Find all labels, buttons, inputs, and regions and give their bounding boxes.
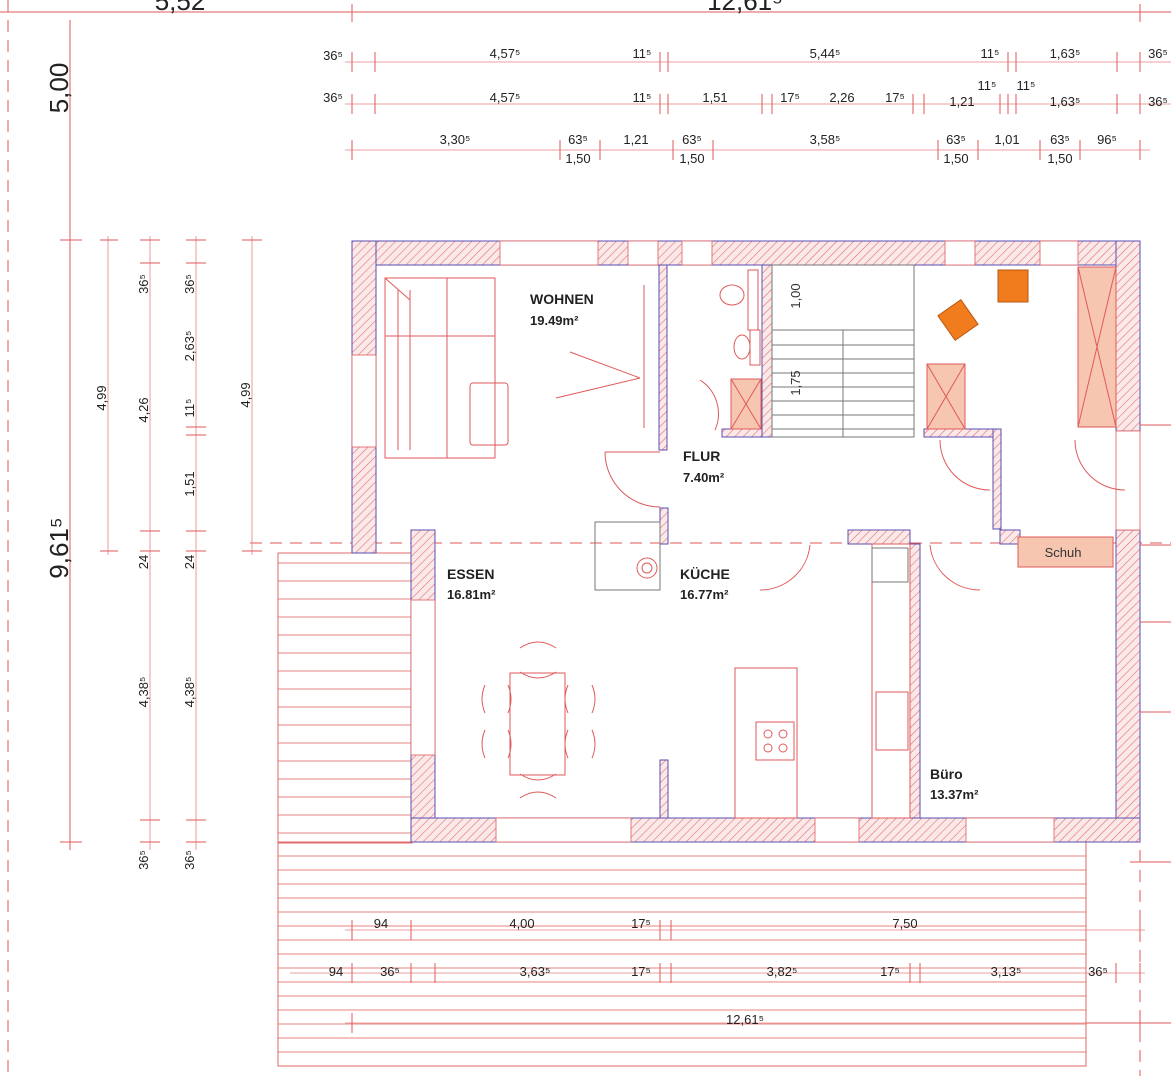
room-area-flur: 7.40m² (683, 470, 725, 485)
left-col3-dim-2: 2,63⁵ (182, 331, 197, 362)
room-area-kueche: 16.77m² (680, 587, 729, 602)
bottom-row2-dim-8: 36⁵ (1088, 964, 1108, 979)
kitchen-fixtures (636, 543, 911, 819)
bottom-row1-dim-1: 94 (374, 916, 388, 931)
top-dimension-rows: 36⁵ 4,57⁵ 11⁵ 5,44⁵ 11⁵ 1,63⁵ 36⁵ 36⁵ 4,… (323, 46, 1171, 166)
sofa (384, 277, 509, 459)
top-row2-dim-9: 11⁵ (978, 78, 997, 93)
top-row2-dim-1: 36⁵ (323, 90, 343, 105)
top-row1-dim-3: 11⁵ (633, 46, 652, 61)
top-row3-sub-1: 1,50 (565, 151, 590, 166)
bottom-row1-dim-3: 17⁵ (631, 916, 651, 931)
top-row2-dim-11: 1,63⁵ (1050, 94, 1081, 109)
top-row3-dim-1: 3,30⁵ (440, 132, 471, 147)
top-row2-dim-2: 4,57⁵ (490, 90, 521, 105)
bottom-row2-dim-1: 94 (329, 964, 343, 979)
top-row2-dim-7: 17⁵ (885, 90, 905, 105)
top-row3-dim-4: 63⁵ (682, 132, 702, 147)
stair-dim-mid: 1,75 (788, 370, 803, 395)
left-col2-dim-5: 36⁵ (136, 850, 151, 870)
staircase (771, 264, 915, 438)
top-row1-dim-6: 1,63⁵ (1050, 46, 1081, 61)
stair-steps (772, 344, 914, 430)
top-row3-dim-2: 63⁵ (568, 132, 588, 147)
bottom-dimensions: 94 4,00 17⁵ 7,50 94 36⁵ 3,63⁵ 17⁵ 3,82⁵ … (290, 916, 1171, 1033)
left-col3-dim-1: 36⁵ (182, 274, 197, 294)
top-row3-dim-6: 63⁵ (946, 132, 966, 147)
dim-height-top: 5,00 (44, 63, 74, 114)
dim-height-main: 9,61⁵ (44, 517, 74, 578)
right-edge-lines (1086, 424, 1171, 1024)
room-name-flur: FLUR (683, 448, 720, 464)
left-col2-dim-2: 4,26 (136, 397, 151, 422)
left-col3-dim-5: 24 (182, 555, 197, 569)
bottom-row2-dim-7: 3,13⁵ (991, 964, 1022, 979)
left-col2-dim-3: 24 (136, 555, 151, 569)
bottom-row1-dim-2: 4,00 (509, 916, 534, 931)
wc-fixtures (699, 269, 762, 431)
armchair-1 (997, 269, 1029, 303)
top-row3-sub-2: 1,50 (679, 151, 704, 166)
shoe-cabinet-label: Schuh (1045, 545, 1082, 560)
left-col4-dim: 4,99 (238, 382, 253, 407)
stair-dim-top: 1,00 (788, 283, 803, 308)
armchair-2 (937, 298, 979, 342)
flur-doors (594, 451, 981, 591)
left-dimensions: 5,00 9,61⁵ 4,99 36⁵ 4,26 24 4,38⁵ 36⁵ 36… (44, 20, 262, 870)
left-col2-dim-4: 4,38⁵ (136, 677, 151, 708)
shoe-cabinet: Schuh (1017, 536, 1114, 568)
top-row3-dim-8: 63⁵ (1050, 132, 1070, 147)
left-col1-dim: 4,99 (94, 385, 109, 410)
top-row2-dim-6: 2,26 (829, 90, 854, 105)
top-row2-dim-8: 1,21 (949, 94, 974, 109)
terrace-decking (277, 552, 1087, 1067)
bottom-row2-dim-2: 36⁵ (380, 964, 400, 979)
top-row3-sub-4: 1,50 (1047, 151, 1072, 166)
left-col2-dim-1: 36⁵ (136, 274, 151, 294)
bottom-row2-dim-4: 17⁵ (631, 964, 651, 979)
top-row1-dim-1: 36⁵ (323, 48, 343, 63)
bottom-total-dim: 12,61⁵ (726, 1012, 764, 1027)
cloakroom-furniture (926, 266, 1126, 491)
dining-table (481, 641, 596, 799)
top-row3-dim-7: 1,01 (994, 132, 1019, 147)
top-row2-dim-10: 11⁵ (1017, 78, 1036, 93)
top-row3-dim-5: 3,58⁵ (810, 132, 841, 147)
top-row3-sub-3: 1,50 (943, 151, 968, 166)
top-row2-dim-5: 17⁵ (780, 90, 800, 105)
left-col3-dim-4: 1,51 (182, 471, 197, 496)
top-row3-dim-9: 96⁵ (1097, 132, 1117, 147)
room-name-kueche: KÜCHE (680, 566, 730, 582)
left-col3-dim-6: 4,38⁵ (182, 677, 197, 708)
room-name-essen: ESSEN (447, 566, 494, 582)
room-area-wohnen: 19.49m² (530, 313, 579, 328)
room-name-buero: Büro (930, 766, 963, 782)
room-area-buero: 13.37m² (930, 787, 979, 802)
top-row2-dim-4: 1,51 (702, 90, 727, 105)
top-row1-dim-7: 36⁵ (1148, 46, 1168, 61)
top-row3-dim-3: 1,21 (623, 132, 648, 147)
room-area-essen: 16.81m² (447, 587, 496, 602)
left-col3-dim-3: 11⁵ (182, 399, 197, 418)
bottom-row2-dim-3: 3,63⁵ (520, 964, 551, 979)
dim-overall-left: 5,52 (155, 0, 206, 16)
deck-boards (278, 562, 1086, 1053)
room-labels: WOHNEN 19.49m² FLUR 7.40m² ESSEN 16.81m²… (447, 291, 979, 802)
bottom-row2-dim-6: 17⁵ (880, 964, 900, 979)
left-col3-dim-7: 36⁵ (182, 850, 197, 870)
top-row1-dim-4: 5,44⁵ (810, 46, 841, 61)
room-name-wohnen: WOHNEN (530, 291, 594, 307)
top-row1-dim-2: 4,57⁵ (490, 46, 521, 61)
bottom-row2-dim-5: 3,82⁵ (767, 964, 798, 979)
top-overall-dimension: 5,52 12,61⁵ (0, 0, 1171, 22)
tv-sightlines (555, 285, 645, 428)
top-row1-dim-5: 11⁵ (981, 46, 1000, 61)
dim-overall-main: 12,61⁵ (707, 0, 783, 16)
top-row2-dim-12: 36⁵ (1148, 94, 1168, 109)
bottom-row1-dim-4: 7,50 (892, 916, 917, 931)
top-row2-dim-3: 11⁵ (633, 90, 652, 105)
